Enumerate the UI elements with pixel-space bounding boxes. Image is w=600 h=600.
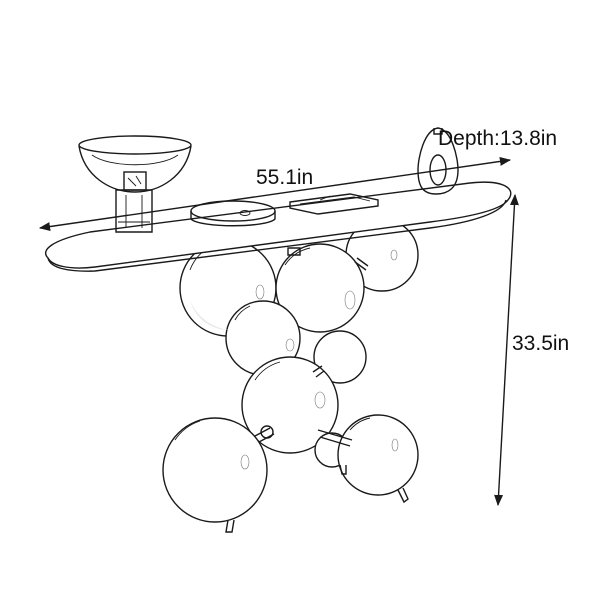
width-label: 55.1in — [256, 166, 313, 189]
depth-label: Depth:13.8in — [438, 127, 557, 150]
dimension-lines — [38, 157, 519, 507]
sphere-base — [162, 218, 419, 533]
height-label: 33.5in — [512, 332, 569, 355]
bowl-decor — [78, 135, 192, 233]
